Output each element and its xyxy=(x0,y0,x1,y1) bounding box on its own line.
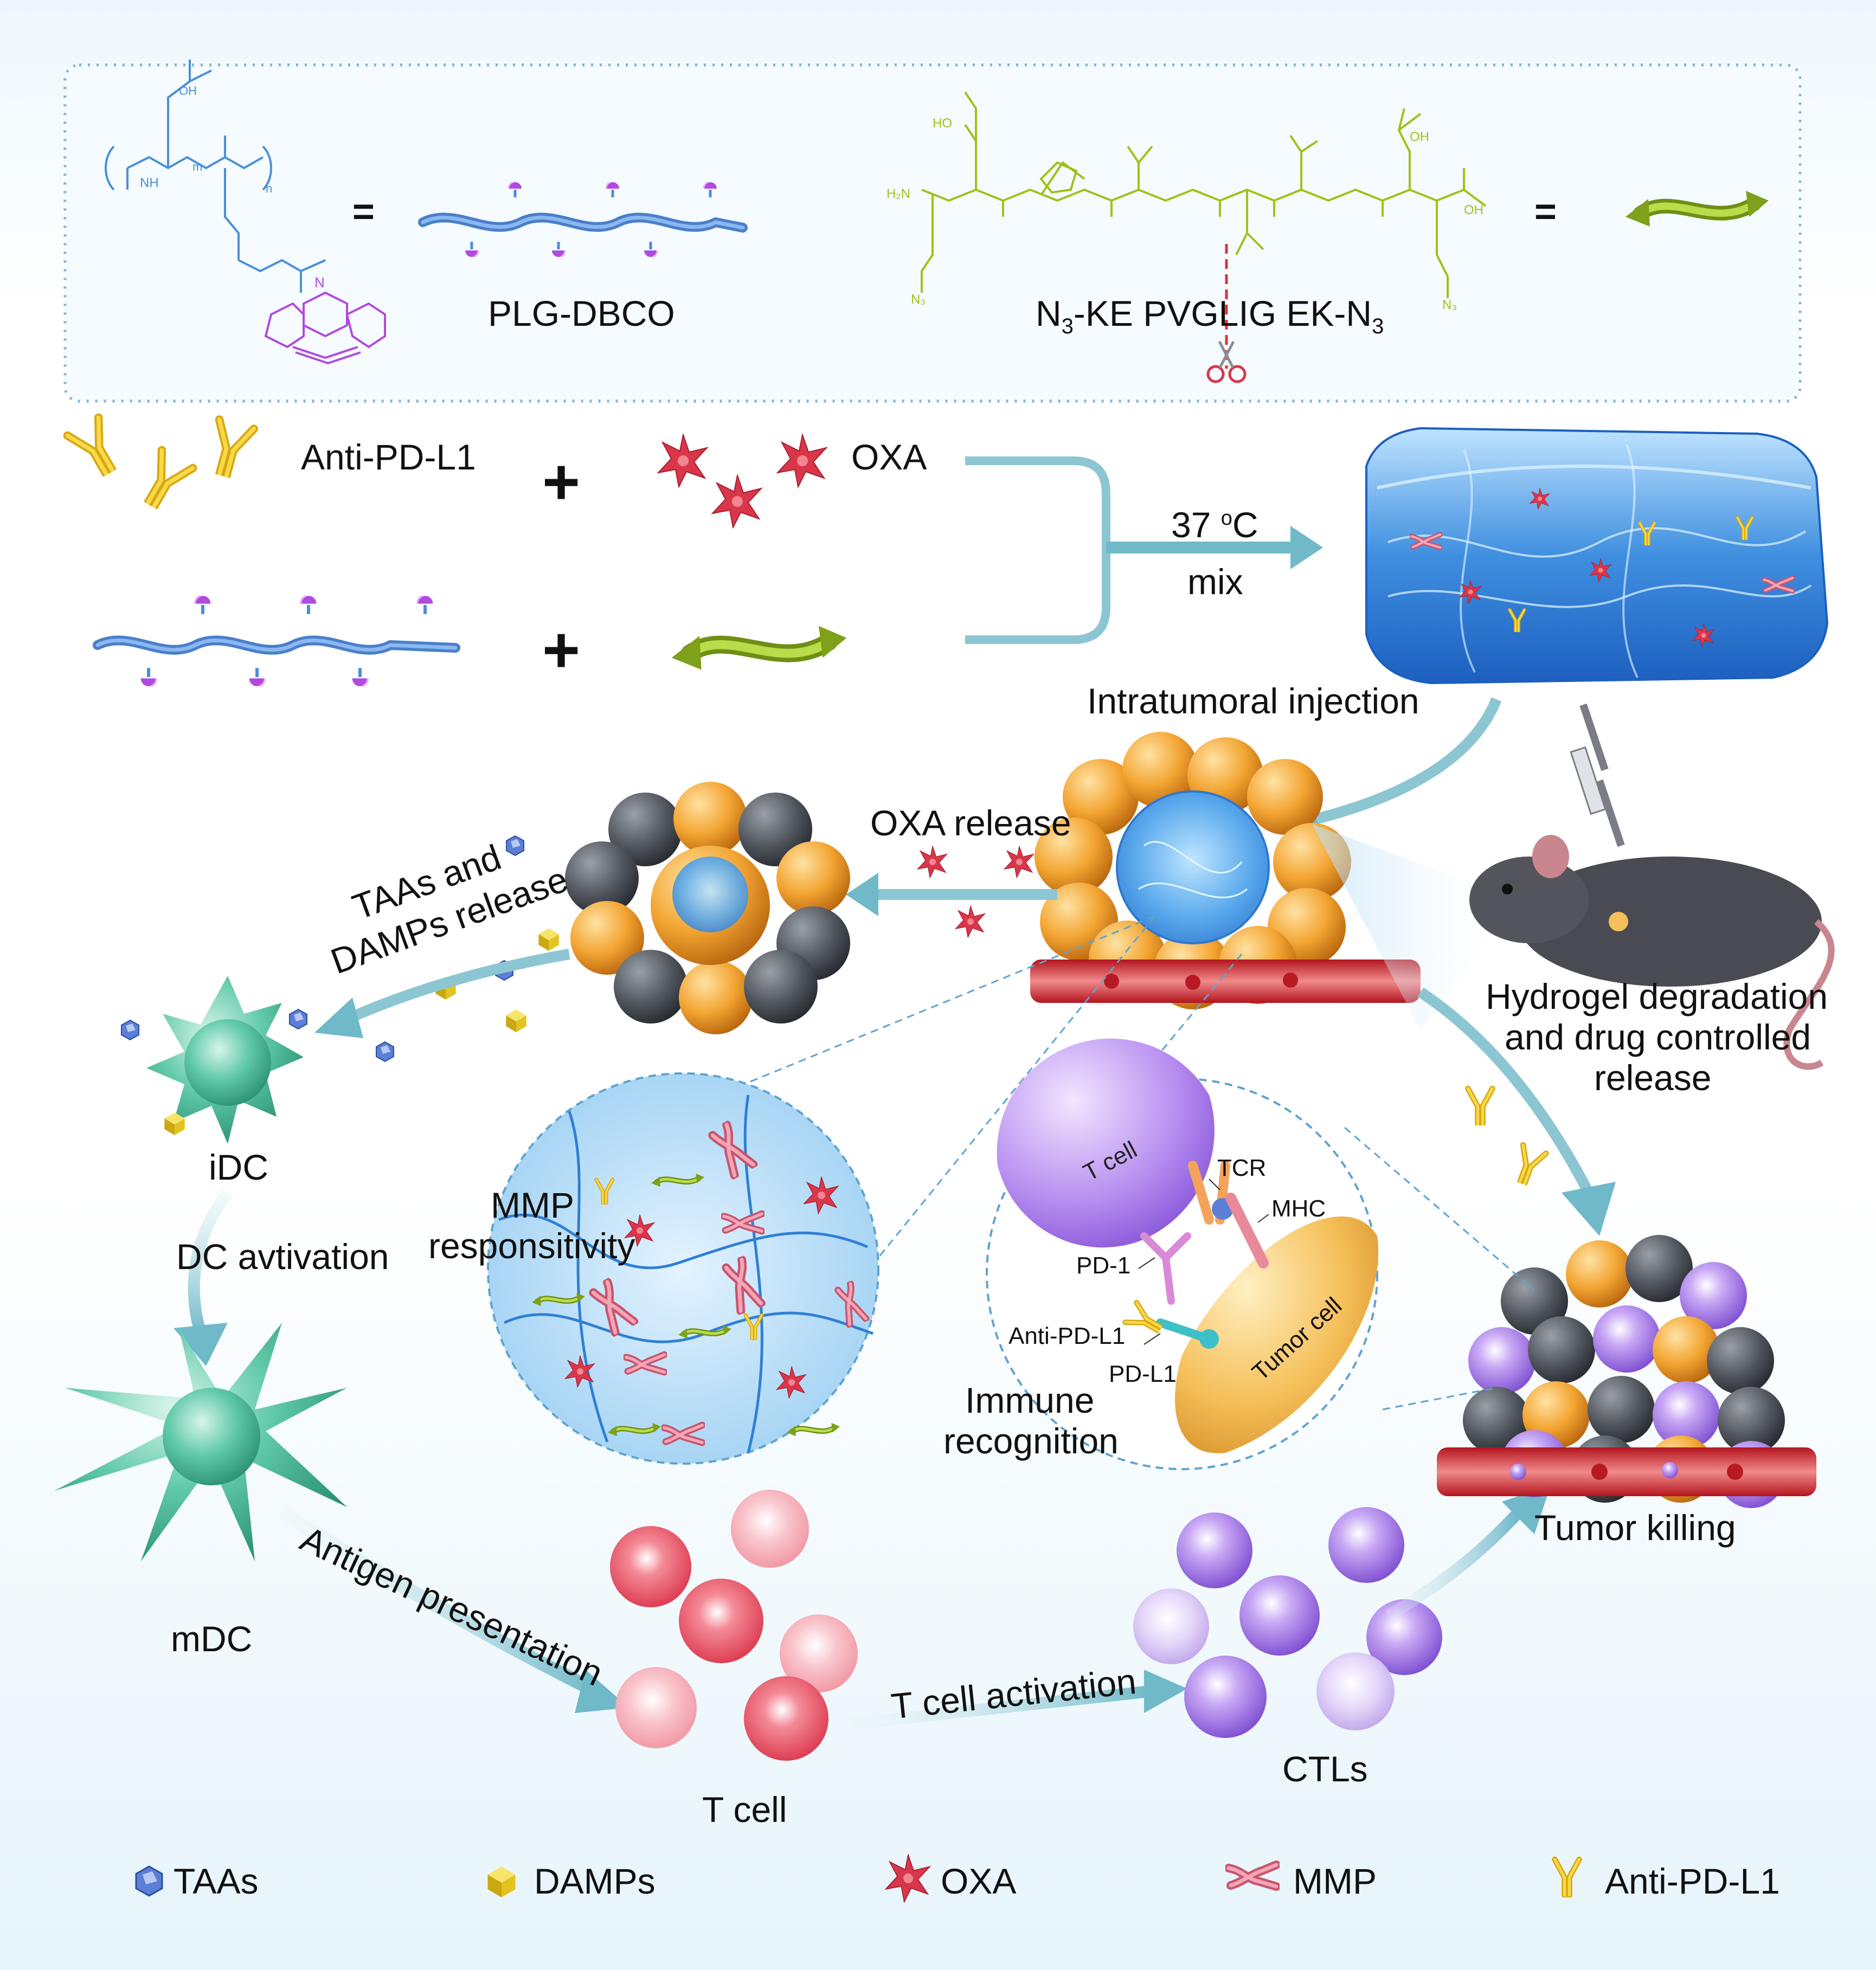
oxa-icon xyxy=(917,846,948,878)
hydrogel-cube xyxy=(1365,427,1829,685)
taa-icon xyxy=(376,1041,394,1062)
legend-mmp-icon xyxy=(1229,1865,1276,1887)
taa-icon xyxy=(506,835,524,856)
oxa-label: OXA xyxy=(851,437,927,477)
antigen-arrow xyxy=(278,1507,600,1698)
peptide-label: N3-KE PVGLIG EK-N3 xyxy=(1036,293,1384,339)
dc-activation-label: DC avtivation xyxy=(176,1237,389,1277)
idc-label: iDC xyxy=(209,1147,268,1187)
mix-label: mix xyxy=(1187,562,1243,602)
legend-antibody-icon xyxy=(1555,1859,1579,1895)
oh-label-2: HO xyxy=(933,116,952,131)
legend-oxa-icon xyxy=(885,1854,930,1903)
taa-icon xyxy=(289,1009,307,1029)
plg-dbco-cartoon xyxy=(418,182,748,257)
oxa-release-label: OXA release xyxy=(870,803,1071,843)
plg-dbco-label: PLG-DBCO xyxy=(488,293,675,333)
ctls-label: CTLs xyxy=(1282,1749,1368,1789)
plus-sign-2: + xyxy=(542,614,581,686)
legend-oxa-label: OXA xyxy=(941,1861,1017,1901)
peptide-cartoon-2 xyxy=(672,626,847,670)
oxa-icon xyxy=(712,475,762,528)
antibody-icon xyxy=(1468,1089,1493,1124)
scissors-icon xyxy=(1206,340,1247,383)
left-tumor xyxy=(565,782,850,1034)
drug-release-arrow xyxy=(1417,987,1594,1195)
immune-recognition-label-2: recognition xyxy=(943,1421,1119,1461)
legend-taas-label: TAAs xyxy=(174,1861,259,1901)
mmp-label-2: responsitivity xyxy=(428,1226,635,1266)
n3-label-right: N₃ xyxy=(1442,298,1457,312)
damp-icon xyxy=(506,1009,526,1032)
mix-bracket xyxy=(965,456,1110,644)
mhc-label: MHC xyxy=(1271,1195,1326,1222)
dbco-n-label: N xyxy=(314,274,325,291)
injection-arrow xyxy=(1316,697,1502,824)
immune-recognition-label-1: Immune xyxy=(965,1380,1095,1420)
immune-zoom-circle xyxy=(986,1038,1379,1470)
mmp-zoom-circle xyxy=(487,1072,879,1465)
hydrogel-label-1: Hydrogel degradation xyxy=(1486,976,1828,1016)
legend-damps-label: DAMPs xyxy=(534,1861,656,1901)
anti-pdl1-label: Anti-PD-L1 xyxy=(301,437,476,477)
hydrogel-label-3: release xyxy=(1594,1058,1712,1098)
oxa-icon xyxy=(1004,846,1035,878)
ctl-cells xyxy=(1133,1507,1442,1738)
idc-cell xyxy=(146,976,304,1144)
sub-n-label: n xyxy=(266,182,272,195)
n3-label-left: N₃ xyxy=(911,292,926,307)
damp-icon xyxy=(538,928,559,951)
oh-label-3: OH xyxy=(1410,130,1429,144)
dc-activation-arrow xyxy=(188,1189,233,1336)
antibody-icon xyxy=(67,417,125,481)
mouse-illustration xyxy=(1312,703,1835,1070)
hydrogel-label-2: and drug controlled xyxy=(1505,1017,1811,1057)
taa-icon xyxy=(121,1020,139,1040)
dbco-ring xyxy=(264,291,386,365)
oxa-icon xyxy=(955,905,986,938)
mix-arrowhead xyxy=(1290,526,1323,569)
blood-vessel-2 xyxy=(1437,1447,1816,1496)
equals-sign-1: = xyxy=(352,190,375,233)
t-activation-arrow xyxy=(850,1685,1151,1730)
t-cells xyxy=(610,1490,858,1761)
t-cell-label: T cell xyxy=(702,1789,787,1830)
oxa-icon xyxy=(777,434,827,487)
plg-dbco-structure xyxy=(105,60,326,293)
oh-label-4: OH xyxy=(1464,203,1483,217)
mdc-cell xyxy=(54,1323,347,1561)
mdc-label: mDC xyxy=(171,1619,253,1659)
plus-sign-1: + xyxy=(542,446,581,518)
legend-anti-pdl1-label: Anti-PD-L1 xyxy=(1605,1861,1780,1901)
equals-sign-2: = xyxy=(1534,190,1557,233)
central-tumor xyxy=(1035,732,1351,1009)
oh-label-1: OH xyxy=(179,84,197,98)
peptide-structure xyxy=(921,91,1487,298)
tumor-killing-label: Tumor killing xyxy=(1534,1508,1736,1548)
legend-taa-icon xyxy=(135,1865,163,1897)
sub-m-label: m xyxy=(192,160,202,173)
h2n-label: H₂N xyxy=(886,186,910,201)
tcr-label: TCR xyxy=(1217,1155,1267,1181)
blood-vessel xyxy=(1030,960,1421,1003)
pd1-label: PD-1 xyxy=(1076,1252,1131,1279)
oxa-icon xyxy=(658,434,708,487)
legend-damp-icon xyxy=(487,1866,516,1897)
ctl-arrow xyxy=(1385,1508,1523,1621)
antibody-icon xyxy=(1511,1145,1546,1187)
mmp-label-1: MMP xyxy=(491,1185,574,1225)
nh-label: NH xyxy=(140,176,159,190)
legend-mmp-label: MMP xyxy=(1293,1861,1377,1901)
immune-anti-pdl1-label: Anti-PD-L1 xyxy=(1008,1323,1126,1349)
taa-release-arrow xyxy=(344,949,570,1025)
plg-dbco-cartoon-2 xyxy=(93,596,460,686)
antibody-icon xyxy=(205,420,254,480)
temperature-label: 37 oC xyxy=(1171,505,1258,545)
pdl1-label: PD-L1 xyxy=(1109,1361,1177,1387)
antibody-icon xyxy=(136,450,193,513)
injection-label: Intratumoral injection xyxy=(1087,681,1419,721)
